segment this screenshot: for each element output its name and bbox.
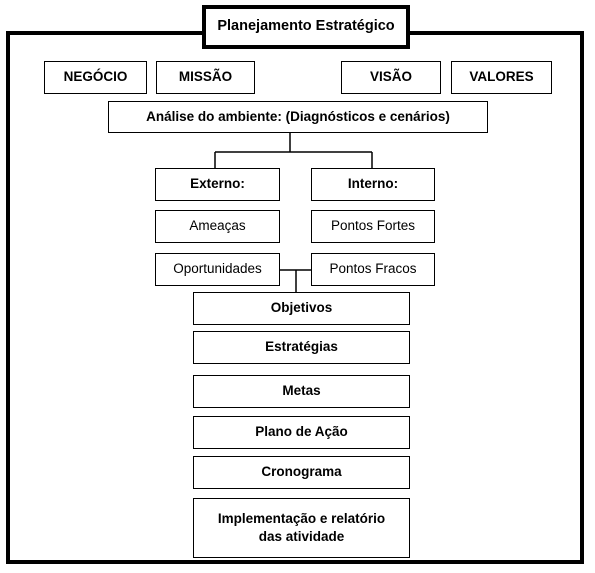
box-mission-label: MISSÃO bbox=[178, 69, 233, 85]
box-schedule: Cronograma bbox=[193, 456, 410, 489]
box-environment-analysis-label: Análise do ambiente: (Diagnósticos e cen… bbox=[146, 108, 450, 124]
box-action-plan-label: Plano de Ação bbox=[255, 424, 348, 440]
box-schedule-label: Cronograma bbox=[261, 464, 342, 480]
box-environment-analysis: Análise do ambiente: (Diagnósticos e cen… bbox=[108, 101, 488, 133]
box-mission: MISSÃO bbox=[156, 61, 255, 94]
box-vision: VISÃO bbox=[341, 61, 441, 94]
box-external-label: Externo: bbox=[190, 176, 245, 192]
box-internal-label: Interno: bbox=[347, 176, 399, 192]
box-goals: Metas bbox=[193, 375, 410, 408]
box-opportunities: Oportunidades bbox=[155, 253, 280, 286]
page-title-text: Planejamento Estratégico bbox=[217, 18, 395, 35]
box-strengths-label: Pontos Fortes bbox=[330, 218, 416, 234]
box-objectives-label: Objetivos bbox=[270, 300, 333, 316]
box-strengths: Pontos Fortes bbox=[311, 210, 435, 243]
box-goals-label: Metas bbox=[282, 383, 321, 399]
box-values: VALORES bbox=[451, 61, 552, 94]
box-strategies-label: Estratégias bbox=[265, 339, 338, 355]
box-strategies: Estratégias bbox=[193, 331, 410, 364]
box-threats-label: Ameaças bbox=[189, 218, 246, 234]
box-external: Externo: bbox=[155, 168, 280, 201]
box-values-label: VALORES bbox=[469, 69, 534, 85]
box-weaknesses-label: Pontos Fracos bbox=[329, 261, 417, 277]
box-internal: Interno: bbox=[311, 168, 435, 201]
box-objectives: Objetivos bbox=[193, 292, 410, 325]
box-threats: Ameaças bbox=[155, 210, 280, 243]
box-implementation-report: Implementação e relatório das atividade bbox=[193, 498, 410, 558]
box-vision-label: VISÃO bbox=[369, 69, 412, 85]
box-business-label: NEGÓCIO bbox=[63, 69, 128, 85]
page-title: Planejamento Estratégico bbox=[202, 5, 410, 49]
box-opportunities-label: Oportunidades bbox=[173, 261, 262, 277]
box-action-plan: Plano de Ação bbox=[193, 416, 410, 449]
box-business: NEGÓCIO bbox=[44, 61, 147, 94]
box-implementation-report-label: Implementação e relatório das atividade bbox=[217, 510, 386, 544]
box-weaknesses: Pontos Fracos bbox=[311, 253, 435, 286]
